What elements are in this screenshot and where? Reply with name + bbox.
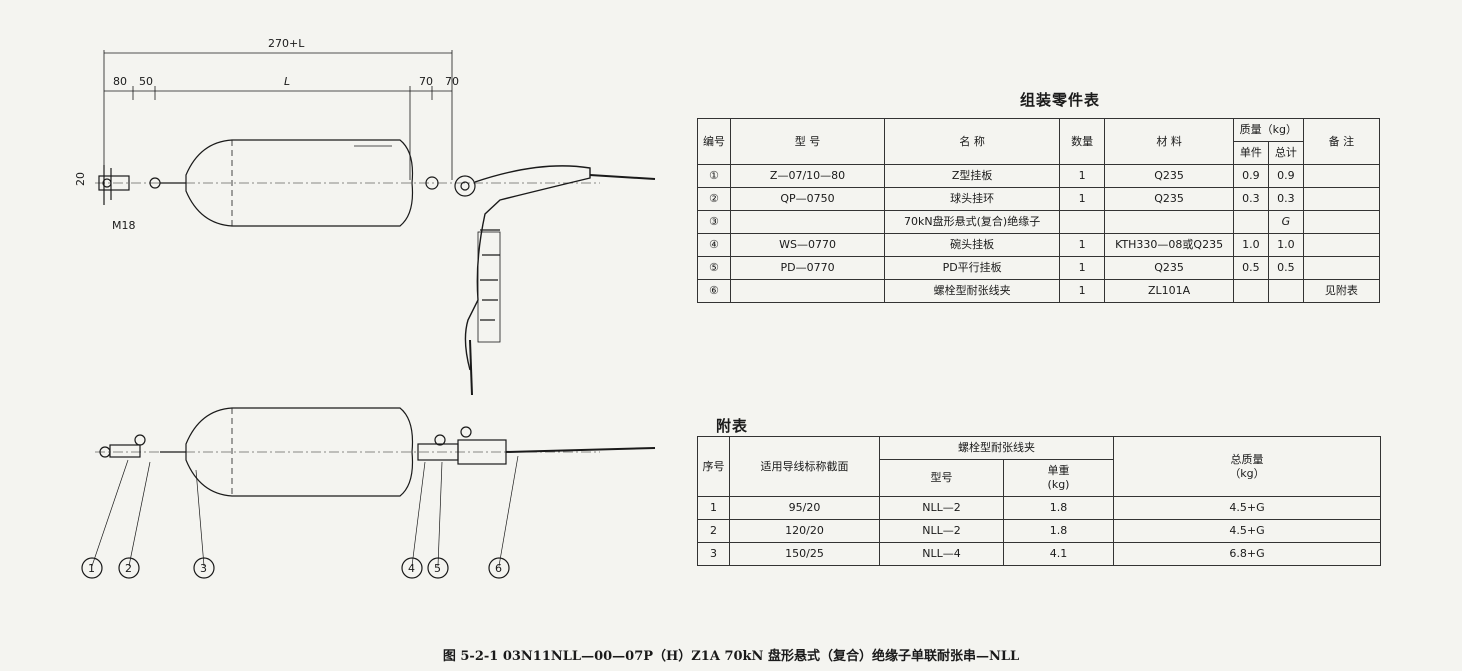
- header-remark: 备 注: [1302, 118, 1381, 165]
- callout-6: 6: [495, 562, 502, 575]
- header-qty: 数量: [1059, 118, 1106, 165]
- callout-4: 4: [408, 562, 415, 575]
- callout-circle-3: [193, 557, 215, 579]
- insulator-bottom: [185, 407, 414, 497]
- strain-clamp-top: [464, 165, 591, 371]
- dim-50: 50: [139, 75, 153, 88]
- insulator-top: [185, 139, 414, 227]
- header-clamp: 螺栓型耐张线夹: [879, 436, 1114, 460]
- figure-caption: 图 5-2-1 03N11NLL—00—07P（H）Z1A 70kN 盘形悬式（…: [442, 649, 1020, 664]
- dim-70a: 70: [419, 75, 433, 88]
- callout-circle-2: [118, 557, 140, 579]
- dim-80: 80: [113, 75, 127, 88]
- dim-m18: M18: [112, 219, 136, 232]
- dim-20: 20: [74, 172, 87, 186]
- insulator-string-drawing: 270+L 80 50 L 70 70 20 M18 1 2 3 4 5 6: [74, 37, 656, 579]
- parallel-plate-top: [454, 175, 476, 197]
- callout-5: 5: [434, 562, 441, 575]
- header-no: 编号: [697, 118, 731, 165]
- header-total-mass: 总质量 （kg）: [1113, 436, 1381, 497]
- callout-circle-5: [427, 557, 449, 579]
- header-total: 总计: [1267, 141, 1304, 165]
- header-name: 名 称: [884, 118, 1061, 165]
- header-seq: 序号: [697, 436, 730, 497]
- callout-circle-1: [81, 557, 103, 579]
- header-mass: 质量（kg）: [1232, 118, 1304, 142]
- callout-2: 2: [125, 562, 132, 575]
- header-unit-weight: 单重 (kg): [1003, 459, 1114, 497]
- callout-1: 1: [88, 562, 95, 575]
- dim-total: 270+L: [268, 37, 305, 50]
- header-material: 材 料: [1104, 118, 1234, 165]
- dim-L: L: [284, 75, 290, 88]
- appendix-table-title: 附表: [716, 417, 749, 435]
- callout-circle-6: [488, 557, 510, 579]
- header-unit: 单件: [1232, 141, 1269, 165]
- header-model: 型号: [879, 459, 1004, 497]
- appendix-table: 序号 适用导线标称截面 螺栓型耐张线夹 总质量 （kg） 型号 单重 (kg) …: [697, 436, 1381, 566]
- header-section: 适用导线标称截面: [729, 436, 880, 497]
- callout-circle-4: [401, 557, 423, 579]
- callout-3: 3: [200, 562, 207, 575]
- assembly-table-title: 组装零件表: [1020, 91, 1101, 109]
- dim-70b: 70: [445, 75, 459, 88]
- header-model: 型 号: [729, 118, 886, 165]
